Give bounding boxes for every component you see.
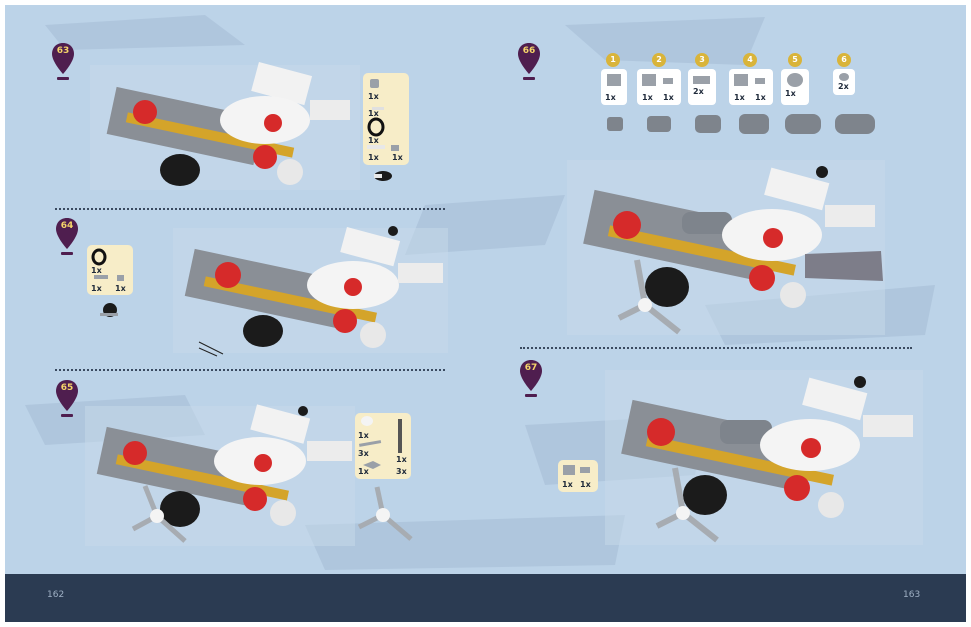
step-63-assembled-part bbox=[374, 171, 392, 181]
step-63-qty-4: 1x bbox=[368, 153, 379, 162]
substep-3-card: 2x bbox=[688, 69, 716, 105]
step-64-assembled-part bbox=[100, 303, 118, 317]
step-66-number: 66 bbox=[522, 46, 536, 56]
substep-3-number: 3 bbox=[695, 53, 709, 67]
substep-2-number: 2 bbox=[652, 53, 666, 67]
substep-4-qty-2: 1x bbox=[755, 93, 766, 102]
step-67-airplane bbox=[605, 370, 923, 545]
step-63-qty-5: 1x bbox=[392, 153, 403, 162]
step-65-pin-icon bbox=[56, 380, 78, 417]
step-63-parts-panel: 1x 1x 1x 1x 1x bbox=[363, 73, 409, 165]
page-footer: 162 163 bbox=[5, 574, 966, 622]
step-63-number: 63 bbox=[56, 46, 70, 56]
step-67-number: 67 bbox=[524, 363, 538, 373]
substep-3-qty: 2x bbox=[693, 87, 704, 96]
step-65-number: 65 bbox=[60, 383, 74, 393]
step-65-airplane bbox=[85, 404, 355, 546]
substep-1-qty: 1x bbox=[605, 93, 616, 102]
step-66-pin-icon bbox=[518, 43, 540, 80]
step-65-qty-5: 3x bbox=[396, 467, 407, 476]
step-64-parts-panel: 1x 1x 1x bbox=[87, 245, 133, 295]
substep-4-qty-1: 1x bbox=[734, 93, 745, 102]
step-64-qty-2: 1x bbox=[91, 284, 102, 293]
step-65-qty-1: 1x bbox=[358, 431, 369, 440]
substep-2-card: 1x 1x bbox=[637, 69, 681, 105]
step-65-qty-4: 1x bbox=[358, 467, 369, 476]
step-64-airplane bbox=[173, 226, 448, 353]
substep-6-qty: 2x bbox=[838, 82, 849, 91]
substep-5-qty: 1x bbox=[785, 89, 796, 98]
step-divider bbox=[55, 208, 445, 210]
step-66-airplane bbox=[567, 160, 885, 335]
step-64-number: 64 bbox=[60, 221, 74, 231]
step-66-torn-paper-mark bbox=[805, 251, 883, 281]
spread-background: 63 1x 1x 1x 1x 1x 64 bbox=[5, 5, 966, 622]
step-63-airplane bbox=[90, 61, 360, 190]
step-65-parts-panel: 1x 3x 1x 1x 3x bbox=[355, 413, 411, 479]
substep-1-card: 1x bbox=[601, 69, 627, 105]
substep-5-number: 5 bbox=[788, 53, 802, 67]
step-66-engine-progression bbox=[607, 114, 875, 134]
step-65-qty-3: 1x bbox=[396, 455, 407, 464]
step-64-pin-icon bbox=[56, 218, 78, 255]
step-67-parts-panel: 1x 1x bbox=[558, 460, 598, 492]
step-67-qty-1: 1x bbox=[562, 480, 573, 489]
substep-5-card: 1x bbox=[781, 69, 809, 105]
step-63-qty-2: 1x bbox=[368, 109, 379, 118]
step-65-qty-2: 3x bbox=[358, 449, 369, 458]
step-63-qty-1: 1x bbox=[368, 92, 379, 101]
step-64-qty-3: 1x bbox=[115, 284, 126, 293]
right-page-number: 163 bbox=[903, 590, 921, 600]
step-65-propeller bbox=[357, 486, 413, 541]
substep-4-number: 4 bbox=[743, 53, 757, 67]
substep-6-card: 2x bbox=[833, 69, 855, 95]
step-63-qty-3: 1x bbox=[368, 136, 379, 145]
substep-2-qty-2: 1x bbox=[663, 93, 674, 102]
substep-1-number: 1 bbox=[606, 53, 620, 67]
substep-4-card: 1x 1x bbox=[729, 69, 773, 105]
step-67-qty-2: 1x bbox=[580, 480, 591, 489]
step-divider bbox=[55, 369, 445, 371]
substep-2-qty-1: 1x bbox=[642, 93, 653, 102]
step-64-qty-1: 1x bbox=[91, 266, 102, 275]
substep-6-number: 6 bbox=[837, 53, 851, 67]
step-67-pin-icon bbox=[520, 360, 542, 397]
left-page-number: 162 bbox=[47, 590, 65, 600]
step-63-pin-icon bbox=[52, 43, 74, 80]
step-divider bbox=[520, 347, 912, 349]
step-64-strut-lines bbox=[198, 341, 224, 357]
